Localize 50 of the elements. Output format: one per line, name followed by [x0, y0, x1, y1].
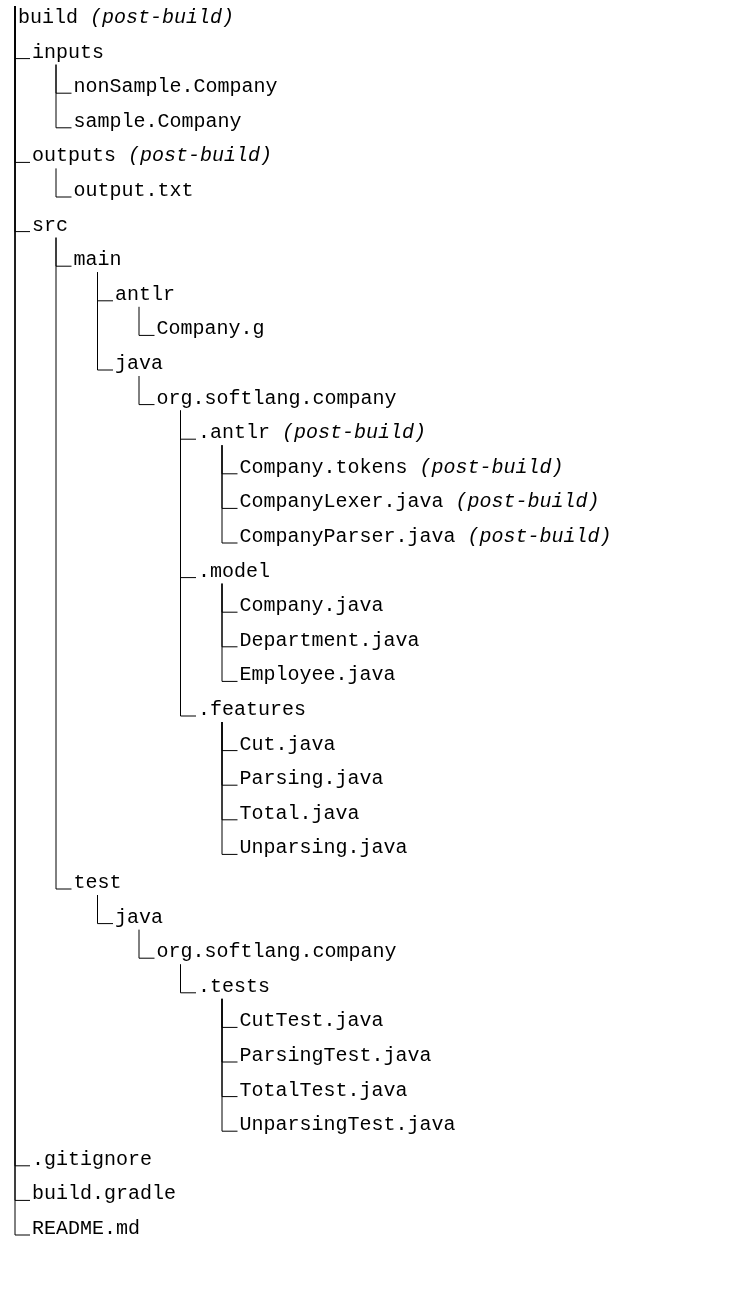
tree-connector — [180, 963, 197, 994]
file-name: .gitignore — [32, 1147, 153, 1172]
file-name: ParsingTest.java — [239, 1044, 432, 1068]
tree-connector — [55, 237, 72, 890]
file-name: Employee.java — [239, 663, 396, 688]
file-name: Company.tokens (post-build) — [239, 455, 564, 480]
folder-name: inputs — [32, 40, 104, 65]
tree-connector — [221, 583, 238, 682]
file-name: sample.Company — [73, 109, 242, 134]
file-name: nonSample.Company — [73, 75, 278, 100]
tree-connector — [138, 375, 155, 406]
tree-connector — [55, 167, 72, 198]
file-name: UnparsingTest.java — [239, 1113, 456, 1138]
tree-connector — [97, 894, 114, 925]
folder-name: outputs (post-build) — [32, 144, 273, 169]
file-name: TotalTest.java — [239, 1078, 408, 1103]
folder-name: java — [115, 352, 163, 376]
file-name: Unparsing.java — [239, 836, 408, 861]
folder-name: antlr — [115, 282, 175, 307]
file-name: Cut.java — [239, 732, 336, 757]
folder-name: org.softlang.company — [156, 386, 397, 411]
tree-connector — [221, 444, 238, 544]
tree-connector — [97, 271, 114, 371]
folder-name: .model — [198, 559, 270, 584]
tree-connector — [180, 410, 197, 717]
file-name: output.txt — [73, 179, 194, 203]
file-name: Total.java — [239, 801, 360, 826]
tree-connector — [221, 998, 238, 1132]
tree-connector — [138, 929, 155, 959]
folder-name: .features — [198, 698, 307, 722]
folder-name: org.softlang.company — [156, 940, 397, 965]
folder-name: build (post-build) — [18, 6, 235, 30]
file-name: Company.g — [156, 317, 265, 342]
file-name: README.md — [32, 1217, 141, 1241]
file-name: build.gradle — [32, 1182, 177, 1207]
folder-name: main — [73, 248, 122, 273]
tree-connector — [138, 306, 155, 336]
folder-name: .tests — [198, 974, 270, 999]
file-name: Company.java — [239, 594, 384, 619]
file-name: Department.java — [239, 628, 420, 653]
file-name: Parsing.java — [239, 767, 384, 792]
file-name: CutTest.java — [239, 1009, 384, 1034]
tree-connector — [221, 721, 238, 855]
file-name: CompanyLexer.java (post-build) — [239, 490, 600, 515]
folder-name: src — [32, 213, 68, 238]
folder-name: test — [73, 871, 122, 895]
folder-name: java — [115, 905, 163, 930]
tree-connector — [55, 64, 72, 129]
file-name: CompanyParser.java (post-build) — [239, 525, 612, 549]
folder-name: .antlr (post-build) — [198, 421, 427, 446]
